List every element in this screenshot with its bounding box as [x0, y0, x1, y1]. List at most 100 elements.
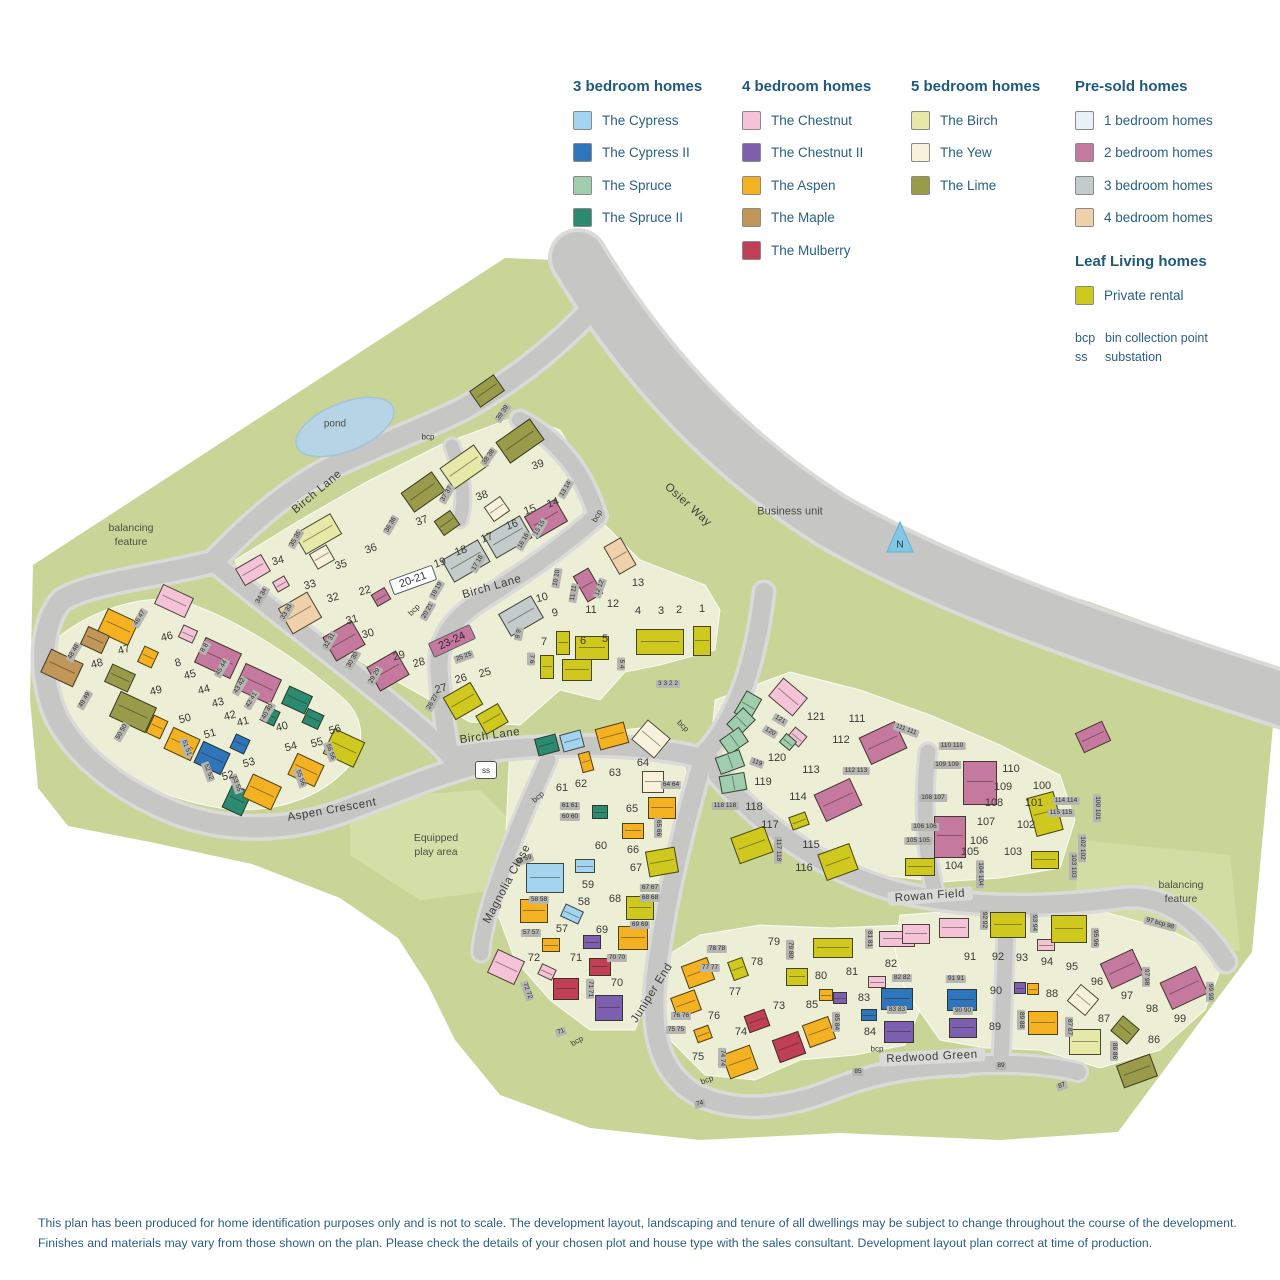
plot-number: 82	[884, 958, 898, 970]
bin-collection-point-label: bcp	[421, 432, 435, 442]
legend-item: The Spruce	[573, 172, 743, 198]
driveway-plot-tag: 77 77	[699, 964, 721, 972]
legend-item: 1 bedroom homes	[1075, 107, 1245, 133]
plot-number: 89	[988, 1021, 1002, 1033]
plot-number: 3	[657, 605, 665, 617]
legend-item-label: The Maple	[771, 210, 835, 225]
plot-number: 12	[606, 598, 620, 610]
plot-number: 7	[540, 636, 548, 648]
legend-item: The Chestnut	[742, 107, 912, 133]
driveway-plot-tag: 112 113	[842, 767, 870, 775]
compass-north-letter: N	[896, 539, 904, 551]
plot-number: 76	[707, 1010, 721, 1022]
legend-section-title: Leaf Living homes	[1075, 253, 1207, 270]
driveway-plot-tag: 93 94	[1030, 912, 1038, 934]
driveway-plot-tag: 7 6	[527, 652, 535, 666]
house-footprint	[1031, 851, 1059, 869]
house-footprint	[868, 976, 886, 988]
driveway-plot-tag: 83 83	[886, 1006, 908, 1014]
plot-number: 117	[761, 819, 779, 831]
driveway-plot-tag: 100 101	[1093, 794, 1101, 822]
driveway-plot-tag: 5 4	[617, 657, 625, 671]
driveway-plot-tag: 61 61	[559, 802, 581, 810]
plot-number: 118	[745, 801, 763, 813]
plot-number: 92	[991, 951, 1005, 963]
driveway-plot-tag: 82 82	[891, 974, 913, 982]
plot-number: 99	[1173, 1013, 1187, 1025]
driveway-plot-tag: 99 99	[1206, 981, 1214, 1003]
legend-item: The Yew	[911, 140, 1081, 166]
driveway-plot-tag: 106 106	[911, 823, 939, 831]
plot-number: 61	[555, 782, 569, 794]
house-footprint	[813, 938, 853, 958]
driveway-plot-tag: 102 102	[1078, 834, 1086, 862]
house-footprint	[934, 816, 966, 858]
plot-number: 86	[1147, 1034, 1161, 1046]
driveway-plot-tag: 114 114	[1052, 797, 1080, 805]
driveway-plot-tag: 58 58	[528, 896, 550, 904]
plot-number: 116	[795, 862, 813, 874]
house-footprint	[648, 797, 676, 819]
plot-number: 97	[1120, 990, 1134, 1002]
driveway-plot-tag: 89	[995, 1062, 1007, 1070]
legend-item: The Aspen	[742, 172, 912, 198]
plot-number: 83	[857, 992, 871, 1004]
house-footprint	[963, 761, 997, 805]
plot-number: 91	[963, 951, 977, 963]
legend-item: 3 bedroom homes	[1075, 172, 1245, 198]
house-footprint	[556, 631, 570, 655]
driveway-plot-tag: 65 66	[654, 817, 662, 839]
legend-item-label: The Spruce	[602, 177, 672, 193]
driveway-plot-tag: 95 96	[1091, 927, 1099, 949]
legend-section-title: 5 bedroom homes	[911, 78, 1041, 95]
house-footprint	[1051, 915, 1087, 943]
driveway-plot-tag: 92 92	[980, 909, 988, 931]
color-swatch-icon	[911, 175, 930, 195]
plot-number: 104	[944, 860, 964, 872]
driveway-plot-tag: 81 81	[865, 928, 873, 950]
plot-number: 120	[767, 752, 787, 764]
map-feature-label: Business unit	[757, 505, 823, 518]
plot-number: 121	[806, 711, 826, 723]
legend-item: The Cypress	[573, 107, 743, 133]
play-area-patch	[350, 790, 520, 900]
driveway-plot-tag: 75 75	[665, 1026, 687, 1034]
legend-item-label: 1 bedroom homes	[1104, 112, 1213, 128]
plot-number: 1	[698, 603, 706, 615]
legend-item: The Cypress II	[573, 140, 743, 166]
plot-number: 88	[1045, 988, 1059, 1000]
plot-number: 100	[1032, 780, 1052, 792]
plot-number: 68	[608, 893, 622, 905]
plot-number: 78	[750, 956, 764, 968]
color-swatch-icon	[742, 143, 761, 162]
plot-number: 5	[601, 633, 609, 645]
plot-number: 13	[631, 577, 645, 589]
plot-number: 77	[728, 986, 742, 998]
plot-number: 70	[610, 977, 624, 989]
house-footprint	[947, 989, 977, 1011]
driveway-plot-tag: 79 80	[786, 939, 794, 961]
house-footprint	[939, 918, 969, 938]
legend-item: The Spruce II	[573, 205, 743, 231]
plot-number: 87	[1097, 1013, 1111, 1025]
color-swatch-icon	[1075, 285, 1094, 305]
abbreviation-label: substation	[1105, 350, 1162, 364]
driveway-plot-tag: 60 60	[559, 813, 581, 821]
driveway-plot-tag: 104 104	[976, 860, 984, 888]
plot-number: 57	[555, 923, 569, 935]
driveway-plot-tag: 64 64	[660, 781, 682, 789]
disclaimer-line-1: This plan has been produced for home ide…	[38, 1216, 1237, 1230]
road-network	[34, 232, 1280, 1116]
driveway-plot-tag: 109 109	[933, 761, 961, 769]
plot-number: 72	[527, 952, 541, 964]
plot-number: 94	[1040, 956, 1054, 968]
plot-number: 105	[960, 846, 980, 858]
color-swatch-icon	[1075, 208, 1094, 227]
plot-number: 114	[789, 791, 807, 803]
house-footprint	[693, 626, 711, 656]
house-footprint	[833, 992, 847, 1004]
bin-collection-point-label: bcp	[870, 1044, 884, 1054]
plot-number: 93	[1015, 952, 1029, 964]
